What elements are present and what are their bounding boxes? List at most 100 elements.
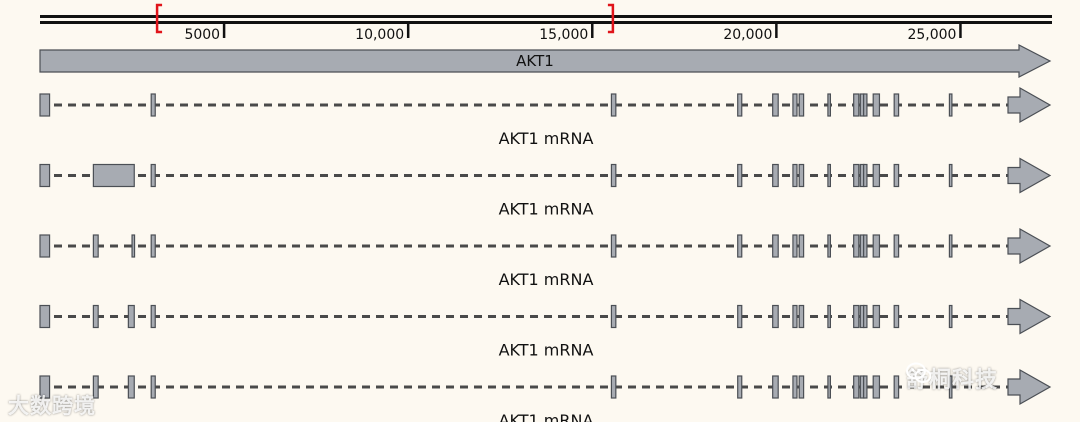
exon-block (150, 375, 156, 399)
exon-block (92, 234, 99, 258)
exon-block (798, 304, 805, 329)
exon-block (39, 234, 51, 258)
transcript-label: AKT1 mRNA (499, 129, 594, 148)
gene-label: AKT1 (516, 52, 554, 70)
exon-block (39, 375, 51, 399)
exon-block (863, 234, 868, 258)
exon-block (737, 304, 743, 329)
exon-block (827, 234, 832, 258)
exon-block (792, 375, 798, 399)
exon-block (853, 163, 860, 188)
wechat-icon (906, 362, 932, 383)
transcript-row: AKT1 mRNA (39, 157, 1052, 219)
exon-block (948, 304, 953, 329)
exon-block (893, 163, 900, 188)
exon-block (827, 304, 832, 329)
exon-block (772, 93, 779, 117)
watermark-right: 舒桐科技 (906, 362, 998, 394)
transcript-label: AKT1 mRNA (499, 411, 594, 422)
transcript-row: AKT1 mRNA (39, 298, 1052, 360)
exon-block (893, 93, 900, 117)
exon-block (92, 163, 135, 188)
transcript-end-arrow (1007, 157, 1052, 194)
exon-block (737, 375, 743, 399)
exon-block (798, 375, 805, 399)
transcript-row: AKT1 mRNA (39, 86, 1052, 148)
exon-block (948, 163, 953, 188)
ruler-tick-label: 25,000 (907, 27, 956, 43)
exon-block (827, 375, 832, 399)
exon-block (853, 93, 860, 117)
exon-block (772, 375, 779, 399)
exon-block (737, 163, 743, 188)
ruler-tick-label: 20,000 (723, 27, 772, 43)
ruler-tick-label: 10,000 (355, 27, 404, 43)
exon-block (127, 304, 135, 329)
transcript-end-arrow (1007, 227, 1052, 265)
exon-block (872, 375, 881, 399)
transcript-label: AKT1 mRNA (499, 200, 594, 219)
exon-block (798, 163, 805, 188)
exon-block (948, 234, 953, 258)
exon-block (150, 304, 156, 329)
exon-block (150, 234, 156, 258)
ruler-tick-label: 5000 (184, 27, 220, 43)
exon-block (863, 375, 868, 399)
transcript-end-arrow (1007, 86, 1052, 124)
exon-block (827, 163, 832, 188)
transcript-end-arrow (1007, 368, 1052, 406)
watermark-left-text: 大数跨境 (8, 394, 96, 418)
exon-block (39, 163, 51, 188)
exon-block (853, 375, 860, 399)
exon-block (853, 234, 860, 258)
ruler-tick-label: 15,000 (539, 27, 588, 43)
exon-block (798, 234, 805, 258)
exon-block (772, 304, 779, 329)
exon-block (872, 234, 881, 258)
exon-block (150, 93, 156, 117)
exon-block (737, 93, 743, 117)
watermark-right-text: 舒桐科技 (906, 368, 999, 393)
selection-end-bracket (607, 3, 615, 34)
exon-block (772, 163, 779, 188)
exon-block (893, 234, 900, 258)
exon-block (792, 234, 798, 258)
transcript-end-arrow (1007, 298, 1052, 335)
exon-block (863, 163, 868, 188)
exon-block (798, 93, 805, 117)
exon-block (610, 163, 617, 188)
exon-block (127, 375, 135, 399)
exon-block (610, 93, 617, 117)
exon-block (792, 304, 798, 329)
exon-block (39, 93, 51, 117)
exon-block (610, 304, 617, 329)
exon-block (610, 375, 617, 399)
exon-block (872, 93, 881, 117)
exon-block (92, 375, 99, 399)
exon-block (610, 234, 617, 258)
exon-block (948, 375, 953, 399)
ruler: 5000 10,000 15,000 20,000 25,000 (40, 3, 1052, 43)
exon-block (772, 234, 779, 258)
exon-block (150, 163, 156, 188)
exon-block (827, 93, 832, 117)
exon-block (863, 304, 868, 329)
exon-block (39, 304, 51, 329)
transcript-label: AKT1 mRNA (499, 270, 594, 289)
exon-block (893, 304, 900, 329)
gene-arrow (39, 44, 1052, 78)
exon-block (92, 304, 99, 329)
exon-block (853, 304, 860, 329)
exon-block (737, 234, 743, 258)
exon-block (863, 93, 868, 117)
gene-feature: AKT1 (39, 44, 1052, 78)
transcript-row: AKT1 mRNA (39, 227, 1052, 289)
exon-block (872, 304, 881, 329)
exon-block (792, 163, 798, 188)
watermark-left: 大数跨境 (8, 390, 96, 420)
exon-block (131, 234, 136, 258)
exon-block (872, 163, 881, 188)
transcript-row: AKT1 mRNA (39, 368, 1052, 422)
